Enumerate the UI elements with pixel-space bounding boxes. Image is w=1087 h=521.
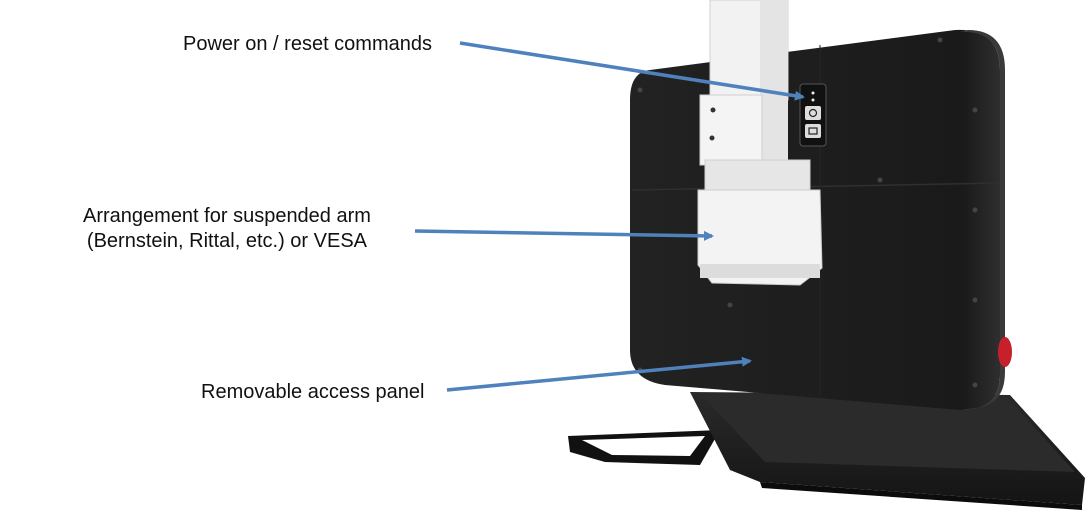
base-stand xyxy=(568,392,1085,510)
red-knob xyxy=(998,337,1012,367)
label-arm-line-2: (Bernstein, Rittal, etc.) or VESA xyxy=(86,230,368,252)
arrow-arm xyxy=(414,229,714,241)
arrow-panel xyxy=(446,356,752,392)
label-access-panel: Removable access panel xyxy=(201,381,425,403)
arrow-power xyxy=(459,41,805,101)
label-arm-line-1: Arrangement for suspended arm xyxy=(83,205,371,227)
label-power-reset: Power on / reset commands xyxy=(183,33,432,55)
label-suspended-arm: Arrangement for suspended arm (Bernstein… xyxy=(83,204,371,254)
control-panel xyxy=(799,83,827,147)
